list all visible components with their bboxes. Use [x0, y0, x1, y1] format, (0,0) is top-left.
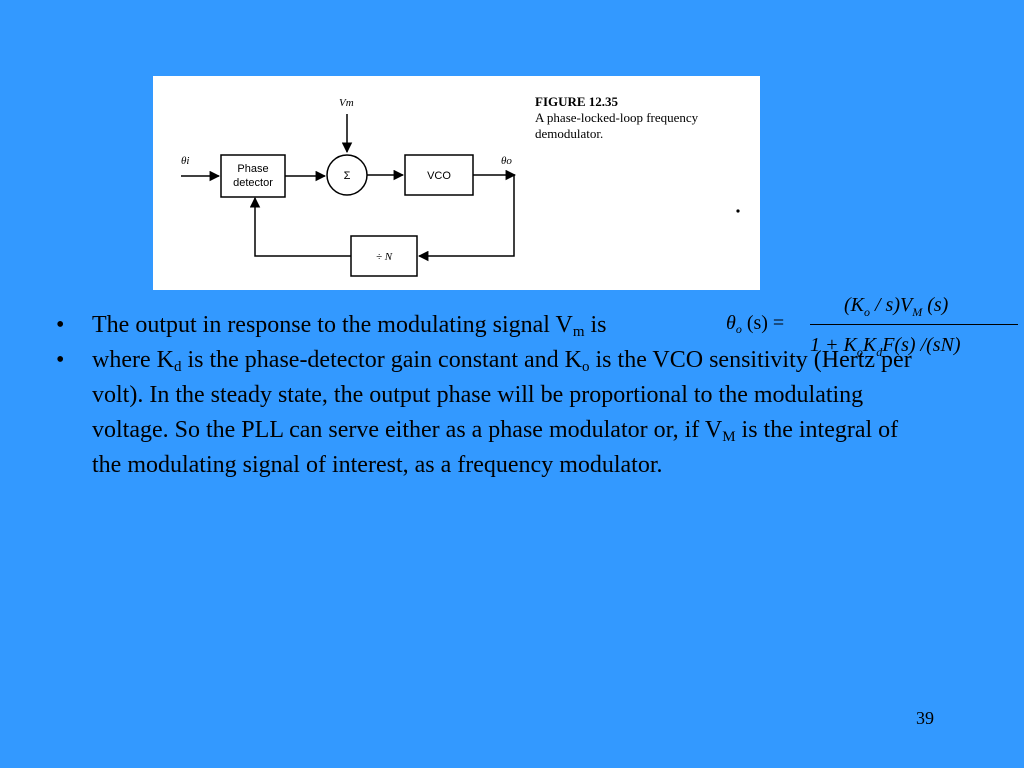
- summer-symbol: Σ: [344, 170, 351, 182]
- feedback-path-right: [417, 175, 515, 262]
- formula-numerator: (Ko / s)VM (s): [844, 294, 949, 319]
- theta-i-label: θi: [181, 155, 189, 167]
- phase-detector-label-2: detector: [233, 177, 273, 189]
- stray-mark: [736, 209, 740, 213]
- divider-label: ÷ N: [376, 251, 393, 263]
- phase-detector-block: [220, 154, 286, 198]
- formula-denominator: 1 + KoKdF(s) /(sN): [810, 334, 961, 359]
- bullet-symbol: •: [56, 347, 65, 373]
- vco-label: VCO: [427, 170, 451, 182]
- figure-image: θi Phase detector Σ Vm VCO θo ÷ N FIGURE…: [153, 76, 760, 290]
- vm-label: Vm: [339, 97, 354, 109]
- figure-caption: FIGURE 12.35 A phase-locked-loop frequen…: [535, 94, 755, 142]
- feedback-path-left: [249, 196, 351, 257]
- bullet-item-output: • The output in response to the modulati…: [56, 308, 936, 343]
- theta-o-label: θo: [501, 155, 512, 167]
- pll-block-diagram: θi Phase detector Σ Vm VCO θo ÷ N: [181, 97, 740, 277]
- figure-description: A phase-locked-loop frequency demodulato…: [535, 110, 699, 141]
- bullet-symbol: •: [56, 312, 65, 338]
- page-number: 39: [916, 708, 934, 728]
- formula-lhs: θo (s) =: [726, 312, 785, 336]
- divider-block: [350, 235, 418, 277]
- vco-block: [404, 154, 474, 196]
- bullet-list: • The output in response to the modulati…: [56, 308, 936, 483]
- fraction-bar: [810, 324, 1018, 325]
- transfer-function-formula: θo (s) = (Ko / s)VM (s) 1 + KoKdF(s) /(s…: [722, 290, 1022, 362]
- phase-detector-label-1: Phase: [237, 163, 268, 175]
- bullet-item-explanation: • where Kd is the phase-detector gain co…: [56, 343, 912, 483]
- figure-number: FIGURE 12.35: [535, 94, 619, 109]
